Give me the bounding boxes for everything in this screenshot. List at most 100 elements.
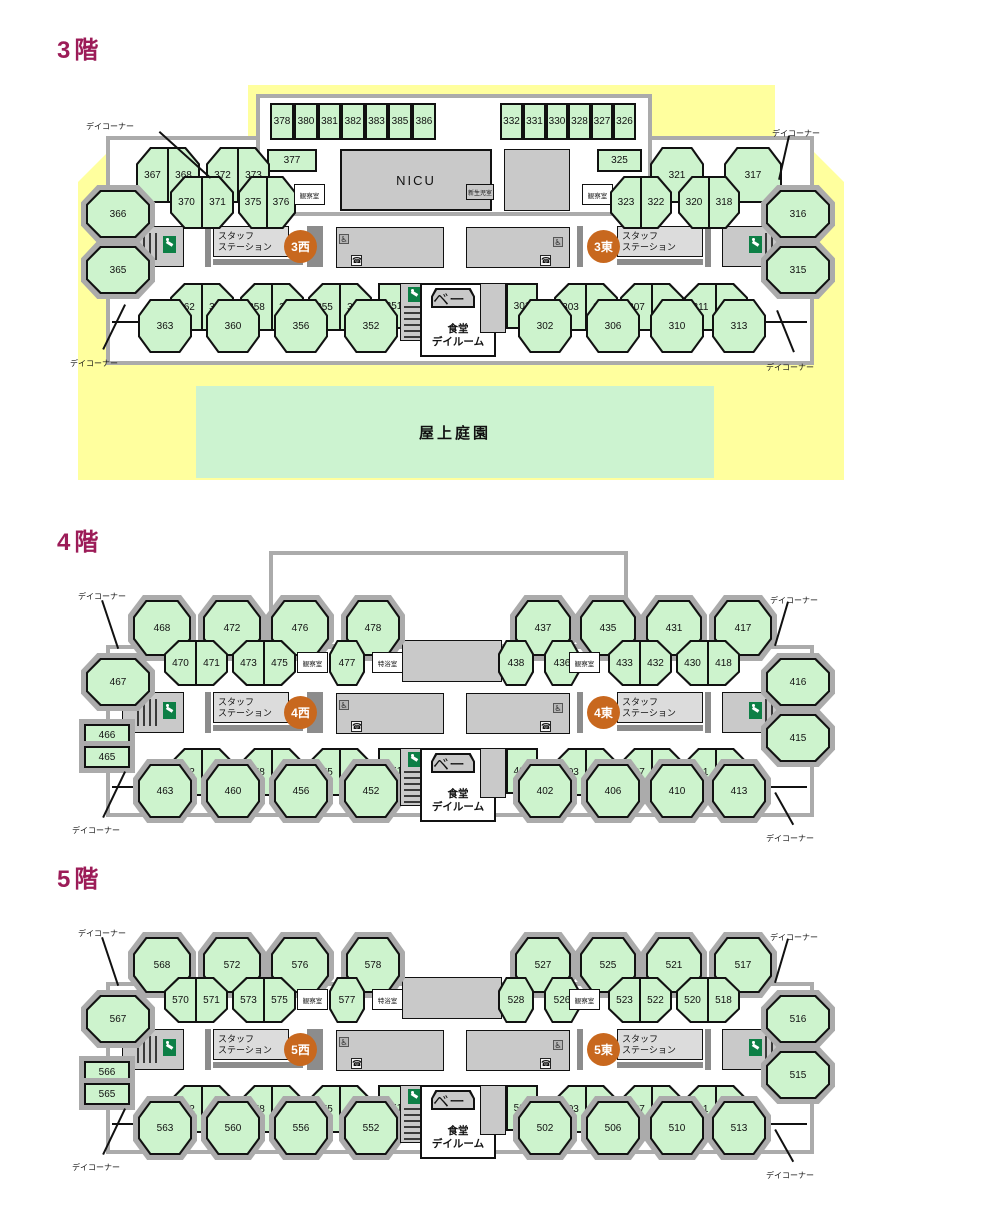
room-number: 377 — [283, 155, 301, 166]
room-number: 517 — [734, 959, 752, 971]
floor-title: 3階 — [57, 30, 102, 65]
day-corner-label: デイコーナー — [772, 123, 820, 141]
room: 365 — [86, 246, 150, 294]
exit-icon — [749, 236, 762, 253]
room: 326 — [613, 103, 636, 140]
ward-badge-label: 4東 — [594, 706, 613, 720]
dining-label: 食堂 — [447, 787, 469, 800]
room-number: 460 — [224, 785, 242, 797]
room: 315 — [766, 246, 830, 294]
staff-station: スタッフステーション — [617, 226, 703, 257]
room-number: 315 — [789, 264, 807, 276]
room-number: 523 — [616, 994, 633, 1006]
room-number: 307 — [628, 301, 645, 313]
dining-label: デイルーム — [431, 801, 485, 814]
corridor-area — [466, 227, 570, 268]
staff-station-label: スタッフ — [218, 696, 255, 707]
room: 332 — [500, 103, 523, 140]
floor-title-text: 3階 — [57, 37, 103, 64]
room-number: 415 — [789, 732, 807, 744]
elevator: エレベーター — [431, 1090, 475, 1110]
day-corner-text: デイコーナー — [770, 596, 818, 605]
station-frame-bar — [617, 1062, 703, 1068]
room-number: 310 — [668, 320, 686, 332]
station-frame-bar — [213, 725, 303, 731]
room-number: 573 — [240, 994, 257, 1006]
newborn-room-label: 新生児室 — [466, 184, 494, 200]
room-number: 378 — [273, 116, 291, 127]
room-number: 358 — [248, 301, 265, 313]
room-number: 316 — [789, 208, 807, 220]
room-number: 327 — [593, 116, 611, 127]
day-corner-line — [101, 937, 119, 986]
room-number: 355 — [316, 301, 333, 313]
station-frame-bar — [617, 725, 703, 731]
room-number: 437 — [534, 622, 552, 634]
room-number: 520 — [684, 994, 701, 1006]
room-number: 313 — [730, 320, 748, 332]
room-number: 463 — [156, 785, 174, 797]
room-number: 302 — [536, 320, 554, 332]
room: 578 — [346, 937, 400, 993]
room-number: 311 — [692, 301, 709, 313]
day-corner-text: デイコーナー — [72, 1163, 120, 1172]
station-frame-bar — [213, 1062, 303, 1068]
room-number: 563 — [156, 1122, 174, 1134]
station-frame-bar — [213, 259, 303, 265]
exit-icon — [749, 702, 762, 719]
room-number: 568 — [153, 959, 171, 971]
accessible-toilet-icon — [553, 1040, 563, 1050]
room-number: 475 — [271, 657, 288, 669]
room-number: 328 — [571, 116, 588, 127]
ward-badge-label: 3東 — [594, 240, 613, 254]
observation-room-label: 観察室 — [297, 652, 328, 673]
ward-badge: 5東 — [587, 1033, 620, 1066]
room-number: 560 — [224, 1122, 242, 1134]
station-frame-bar — [205, 226, 211, 267]
room: 313 — [712, 299, 766, 353]
room-number: 381 — [321, 116, 338, 127]
room-number: 351 — [385, 300, 403, 312]
dining-label: 食堂 — [447, 1124, 469, 1137]
room-number: 365 — [109, 264, 127, 276]
floor-title-text: 4階 — [57, 529, 103, 556]
day-corner-text: デイコーナー — [72, 826, 120, 835]
nicu-area: NICU — [340, 149, 492, 211]
room-label-text: 特浴室 — [377, 997, 398, 1005]
room: 402 — [518, 764, 572, 818]
day-corner-label: デイコーナー — [86, 116, 134, 134]
corridor-area — [480, 748, 506, 798]
room-number: 320 — [685, 197, 703, 208]
room-number: 456 — [292, 785, 310, 797]
room-number: 352 — [362, 320, 380, 332]
public-phone-icon — [540, 1058, 551, 1069]
room-number: 526 — [553, 994, 571, 1006]
room-number: 372 — [214, 169, 231, 181]
day-corner-text: デイコーナー — [766, 1171, 814, 1180]
stairs-icon — [404, 306, 424, 338]
public-phone-icon — [540, 721, 551, 732]
observation-room-label: 観察室 — [294, 184, 325, 205]
floor-title-text: 5階 — [57, 866, 103, 893]
rooftop-garden-label: 屋上庭園 — [418, 424, 491, 442]
ward-badge-label: 3西 — [291, 240, 310, 254]
room-number: 571 — [203, 994, 220, 1006]
ward-badge-label: 5東 — [594, 1043, 613, 1057]
room-number: 476 — [291, 622, 309, 634]
room: 363 — [138, 299, 192, 353]
room-number: 375 — [244, 197, 262, 208]
room-number: 510 — [668, 1122, 686, 1134]
exit-icon — [163, 236, 176, 253]
room-number: 367 — [144, 169, 161, 181]
room: 410 — [650, 764, 704, 818]
room: 385 — [388, 103, 412, 140]
room-number: 478 — [364, 622, 382, 634]
room: 560 — [206, 1101, 260, 1155]
public-phone-icon — [540, 255, 551, 266]
accessible-toilet-icon — [339, 234, 349, 244]
room-number: 578 — [364, 959, 382, 971]
room-number: 515 — [789, 1069, 807, 1081]
